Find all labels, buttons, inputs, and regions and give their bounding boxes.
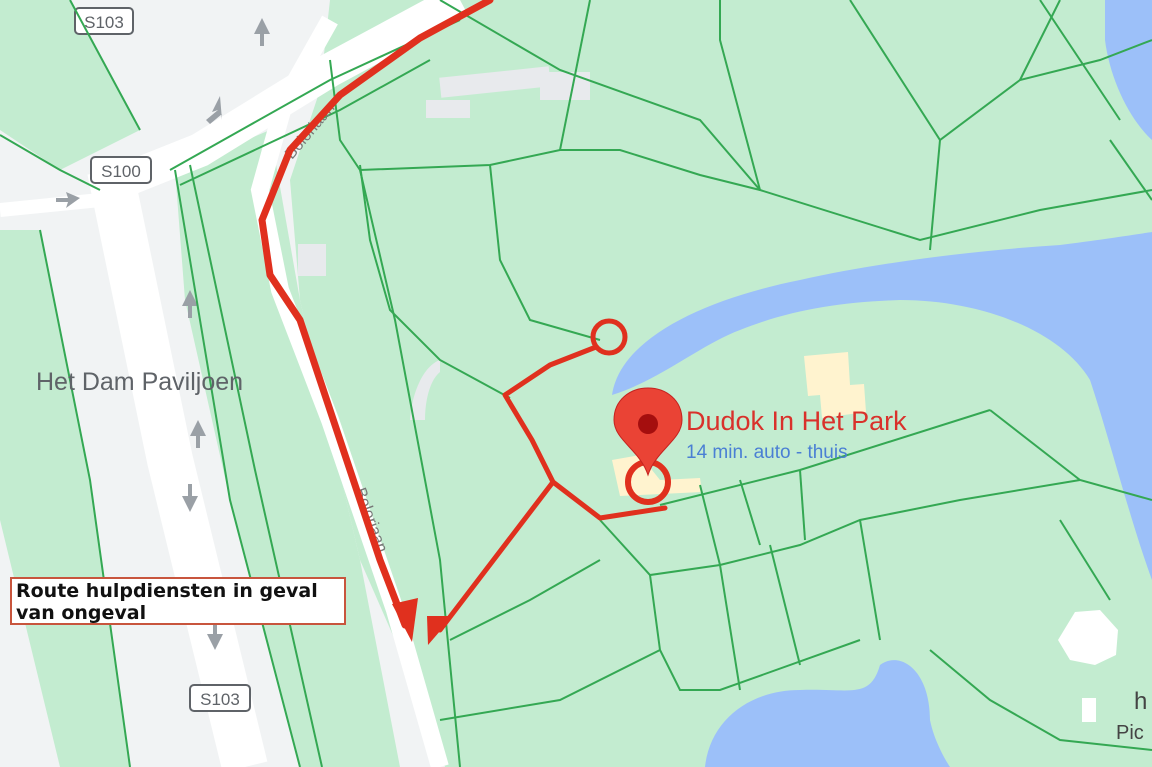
park-path (989, 409, 1152, 501)
park-path (1019, 0, 1061, 81)
direction-arrow-icon (182, 484, 198, 512)
building-dudok (612, 352, 866, 496)
road-shield-s103-top-text: S103 (84, 13, 124, 32)
park-path (1109, 139, 1152, 201)
park-path (439, 649, 661, 721)
park-path (359, 149, 761, 191)
building-structure (410, 360, 440, 420)
route-park-diagonal (437, 479, 556, 633)
direction-arrow-icon (190, 420, 206, 448)
road-shield-s103-bottom-text: S103 (200, 690, 240, 709)
route-arrowhead-icon (392, 598, 418, 642)
location-pin-icon[interactable] (613, 387, 683, 477)
park-path (769, 544, 801, 666)
park-path (39, 229, 131, 767)
edge-label-h: h (1134, 688, 1148, 715)
park-path (799, 469, 806, 541)
place-label-het-dam-paviljoen[interactable]: Het Dam Paviljoen (36, 368, 244, 396)
road-shield-s103-top: S103 (74, 7, 134, 35)
building-structure (298, 244, 326, 276)
park-path (1039, 0, 1121, 121)
park-path (329, 59, 461, 767)
park-path (1059, 519, 1111, 601)
park-path (359, 164, 511, 399)
route-arrowhead-icon (427, 616, 453, 645)
direction-arrow-icon (207, 622, 223, 650)
park-path (929, 649, 1152, 751)
pond-bottom (705, 660, 950, 767)
park-path (929, 139, 941, 251)
pond-top-right (1105, 0, 1152, 140)
park-path (719, 0, 761, 191)
direction-arrow-icon (254, 18, 270, 46)
park-path (174, 169, 301, 767)
road-shield-s100: S100 (90, 156, 152, 184)
building-structure (540, 72, 590, 100)
building-structure (1082, 698, 1096, 722)
road-left-vertical (87, 165, 268, 767)
park-path (489, 164, 601, 341)
park-path (859, 519, 881, 641)
park-path (0, 134, 101, 191)
route-start-circle-icon (590, 318, 628, 356)
road-left-small (0, 193, 101, 217)
park-path (189, 164, 323, 767)
route-legend-box: Route hulpdiensten in geval van ongeval (10, 577, 346, 625)
road-shield-s103-bottom: S103 (189, 684, 251, 712)
park-path (449, 559, 601, 641)
park-area-far-left (0, 230, 130, 767)
route-park-branch (502, 344, 668, 521)
building-structure (439, 66, 551, 98)
park-area-top-left (0, 0, 140, 170)
building-structure (426, 100, 470, 118)
pond-main (612, 232, 1152, 580)
park-path (179, 59, 431, 186)
poi-title[interactable]: Dudok In Het Park (686, 406, 907, 436)
edge-label-pic: Pic (1116, 722, 1144, 744)
park-path (69, 0, 141, 131)
park-path (719, 564, 741, 691)
route-legend-text: Route hulpdiensten in geval van ongeval (16, 580, 318, 624)
park-path (699, 484, 721, 566)
emergency-route (258, 0, 668, 633)
direction-arrow-icon (182, 290, 198, 318)
direction-arrow-icon (206, 96, 222, 124)
road-shield-s100-text: S100 (101, 162, 141, 181)
park-area-main (290, 0, 1152, 767)
pavilion-hexagon (1058, 610, 1118, 665)
direction-arrow-icon (56, 192, 80, 208)
park-path (739, 479, 761, 546)
park-path (559, 0, 591, 151)
route-main-road (258, 0, 494, 629)
poi-subtitle: 14 min. auto - thuis (686, 442, 848, 463)
park-path (649, 574, 861, 691)
